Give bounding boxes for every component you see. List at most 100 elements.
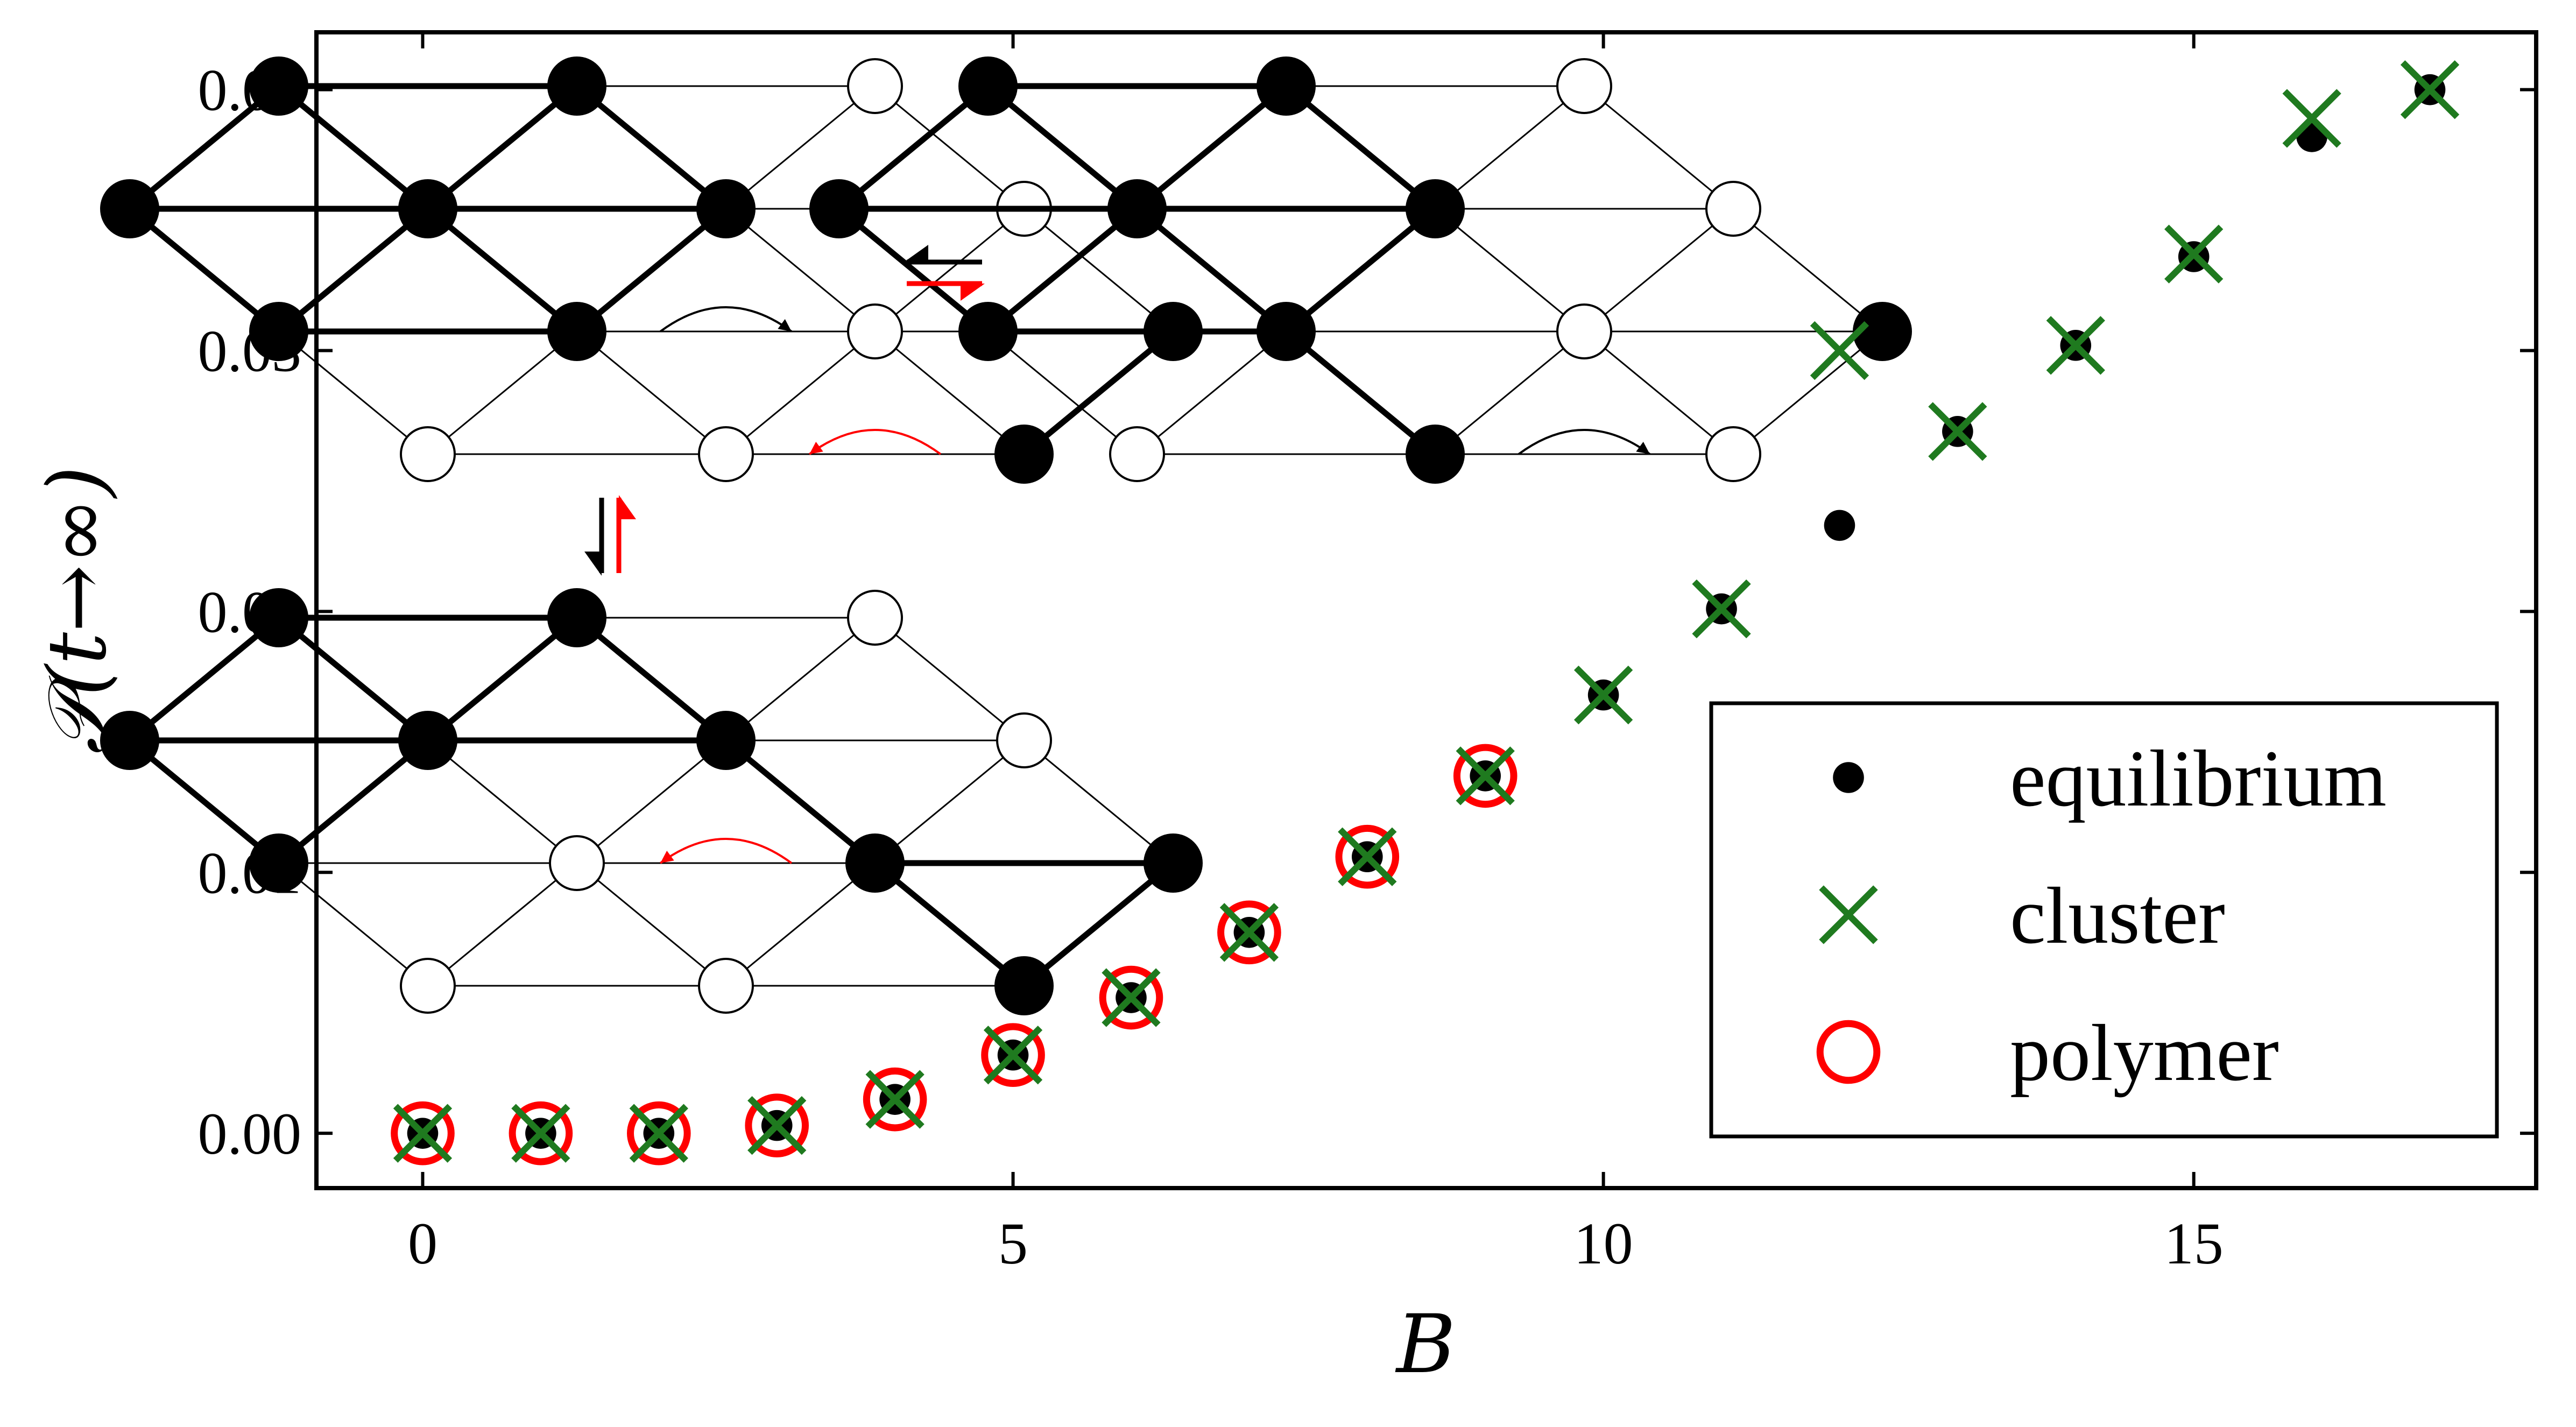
lattice-config [809, 56, 1912, 484]
bond [1135, 206, 1288, 334]
bond [426, 83, 579, 211]
occupied-site [958, 56, 1018, 116]
lattice-edge [725, 208, 876, 333]
hop-arrow-head [778, 319, 792, 331]
x-stroke [1928, 402, 1987, 461]
bond [1284, 83, 1437, 211]
lattice-edge [427, 330, 577, 455]
occupied-site [1406, 179, 1465, 238]
empty-site [996, 712, 1052, 768]
cluster-point [1456, 746, 1515, 806]
lattice-edge [1435, 330, 1585, 455]
occupied-site [994, 956, 1054, 1015]
empty-site [847, 590, 903, 646]
legend-label-cluster: cluster [2010, 871, 2225, 960]
lattice-edge [725, 617, 876, 741]
x-stroke [1456, 746, 1515, 806]
occupied-site [696, 179, 756, 238]
empty-site [698, 958, 754, 1014]
lattice-edge [1584, 85, 1734, 210]
x-stroke [629, 1104, 688, 1163]
occupied-site [249, 833, 308, 893]
hop-arrow [659, 306, 793, 333]
occupied-site [1107, 179, 1167, 238]
legend-marker-polymer [1816, 1020, 1881, 1084]
lattice-edge [1733, 330, 1883, 455]
legend-label-equilibrium: equilibrium [2010, 734, 2387, 823]
lattice-edge [1584, 330, 1734, 455]
lattice-edge [278, 330, 428, 455]
cluster-point [393, 1104, 453, 1163]
bond [1284, 206, 1437, 334]
cluster-point [747, 1096, 807, 1155]
bond [986, 83, 1139, 211]
empty-site [1109, 426, 1165, 482]
lattice-edge [725, 85, 876, 210]
x-stroke [2164, 224, 2224, 284]
hop-arrow-head [1636, 441, 1650, 454]
occupied-site [249, 302, 308, 361]
occupied-site [958, 302, 1018, 361]
x-stroke [1692, 579, 1751, 639]
legend-marker-equilibrium [1833, 762, 1864, 793]
cluster-point [1573, 665, 1633, 725]
empty-site [847, 303, 903, 359]
x-stroke [1810, 321, 1869, 380]
occupied-site [547, 56, 606, 116]
occupied-site [249, 56, 308, 116]
occupied-site [1257, 56, 1316, 116]
bond [128, 83, 281, 211]
lattice-edge [1584, 208, 1734, 333]
x-tick-label: 0 [408, 1211, 437, 1276]
x-stroke [1338, 827, 1397, 886]
occupied-site [100, 179, 159, 238]
x-stroke [393, 1104, 453, 1163]
occupied-site [249, 588, 308, 647]
y-tick-label: 0.03 [198, 319, 302, 384]
cluster-point [2282, 89, 2341, 148]
polymer-point [981, 1023, 1045, 1087]
empty-site [1705, 426, 1761, 482]
lattice-edge [874, 208, 1025, 333]
polymer-point [1335, 824, 1400, 889]
legend-marker-cluster [1819, 885, 1878, 944]
arrow-head [619, 495, 636, 519]
equilibrium-arrows [584, 245, 985, 576]
bond [1022, 329, 1175, 457]
hop-arrow-head [660, 850, 674, 863]
occupied-site [1257, 302, 1316, 361]
occupied-site [845, 833, 905, 893]
cluster-point [1338, 827, 1397, 886]
empty-site [847, 58, 903, 114]
x-stroke [511, 1104, 570, 1163]
bond [986, 206, 1139, 334]
data-points [391, 60, 2460, 1165]
lattice-edge [874, 85, 1025, 210]
occupied-site [1406, 425, 1465, 484]
cluster-point [629, 1104, 688, 1163]
bond [128, 206, 281, 334]
empty-site [1556, 303, 1612, 359]
cluster-point [511, 1104, 570, 1163]
bond [837, 206, 990, 334]
occupied-site [547, 302, 606, 361]
y-tick-label: 0.00 [198, 1101, 302, 1167]
bond [1022, 860, 1175, 988]
lattice-edge [427, 862, 577, 987]
lattice-edge [874, 330, 1025, 455]
empty-site [1705, 181, 1761, 237]
hop-arrow-head [809, 441, 823, 454]
x-axis-label: B [1395, 1298, 1456, 1391]
x-stroke [1819, 885, 1878, 944]
bond [1135, 83, 1288, 211]
y-tick-label: 0.02 [198, 579, 302, 645]
bond [575, 615, 728, 743]
lattice-edge [725, 862, 876, 987]
occupied-site [994, 425, 1054, 484]
bond [426, 206, 579, 334]
polymer-point [1099, 965, 1163, 1030]
arrow-head [961, 284, 985, 301]
occupied-site [1853, 302, 1912, 361]
empty-site [1556, 58, 1612, 114]
